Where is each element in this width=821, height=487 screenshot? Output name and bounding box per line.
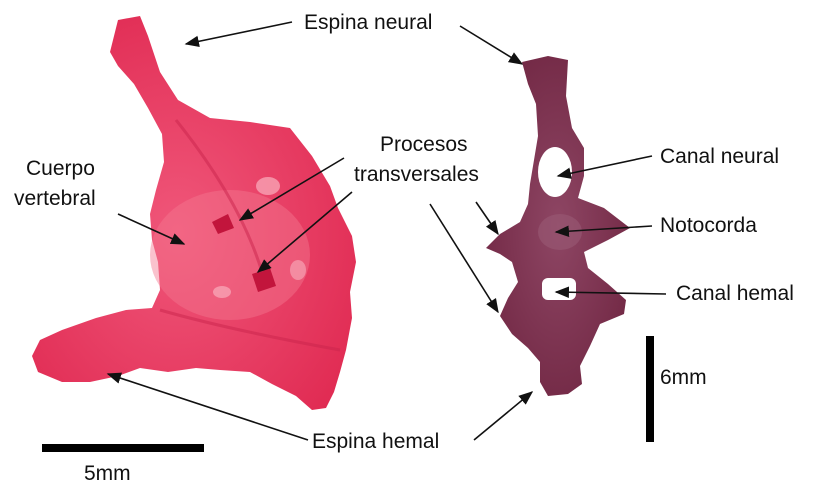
label-notocorda: Notocorda [660, 214, 757, 237]
left-vertebra-spot [256, 177, 280, 195]
scale-bar-right-line [646, 336, 654, 442]
hemal-canal-hole [542, 278, 576, 300]
arrow-espina-hemal-right [474, 392, 532, 440]
arrow-espina-neural-left [186, 22, 292, 44]
left-vertebra-highlight [150, 190, 310, 320]
scale-bar-right-label: 6mm [660, 366, 707, 389]
left-vertebra-spot [213, 286, 231, 298]
scale-bar-left-label: 5mm [84, 462, 131, 485]
label-espina-hemal: Espina hemal [312, 430, 439, 453]
scale-bar-left: 5mm [42, 444, 204, 485]
scale-bar-right: 6mm [646, 336, 707, 442]
right-vertebra-anterior [486, 56, 630, 396]
scale-bar-left-line [42, 444, 204, 452]
label-cuerpo-vertebral-line1: Cuerpo [26, 157, 95, 180]
left-vertebra-lateral [32, 16, 356, 410]
label-espina-neural: Espina neural [304, 11, 432, 34]
left-vertebra-spot [290, 260, 306, 280]
label-procesos-line2: transversales [354, 163, 479, 186]
label-canal-hemal: Canal hemal [676, 282, 794, 305]
label-canal-neural: Canal neural [660, 145, 779, 168]
label-cuerpo-vertebral-line2: vertebral [14, 187, 96, 210]
neural-canal-hole [538, 147, 572, 197]
arrow-procesos-right-1 [476, 202, 498, 234]
label-procesos-line1: Procesos [380, 133, 468, 156]
arrow-espina-neural-right [460, 26, 522, 64]
